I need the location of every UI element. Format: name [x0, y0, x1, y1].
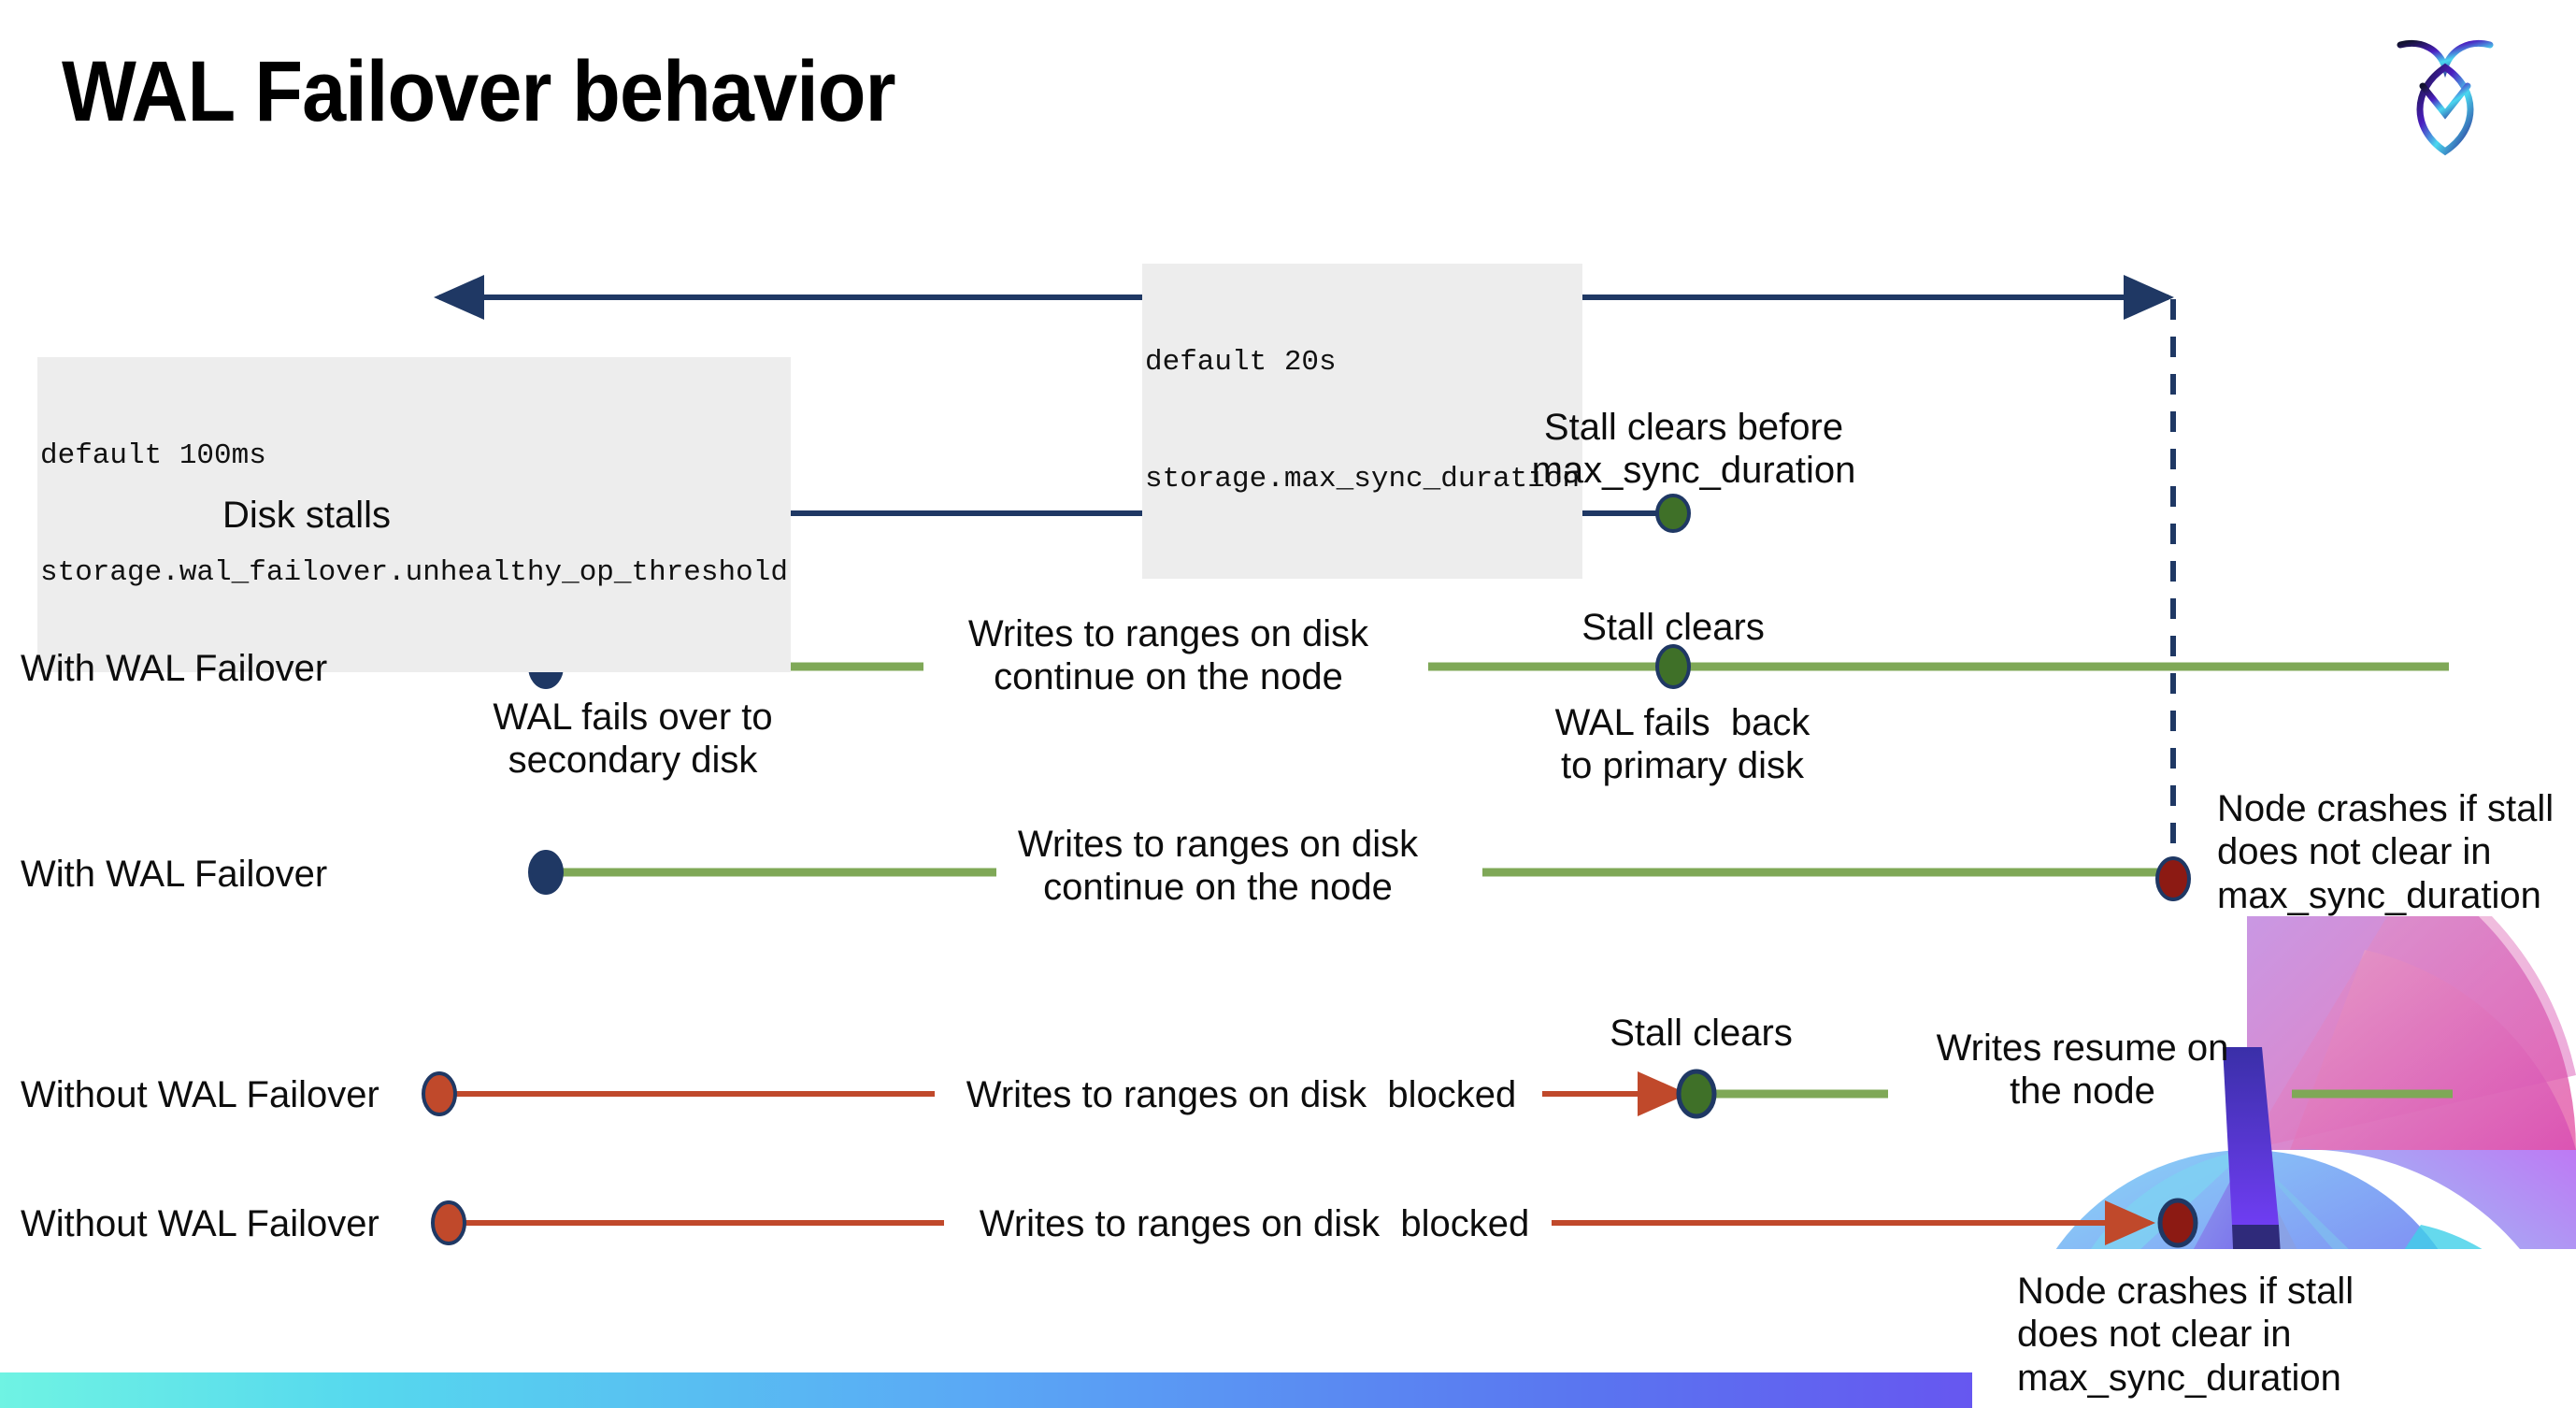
cockroachdb-logo	[2389, 28, 2501, 159]
row-label-without-wal-failover-1: Without WAL Failover	[21, 1074, 379, 1115]
max-sync-duration-annotation: default 20s storage.max_sync_duration	[1142, 264, 1583, 579]
note-writes-blocked-2: Writes to ranges on disk blocked	[979, 1203, 1530, 1244]
unhealthy-op-threshold-annotation: default 100ms storage.wal_failover.unhea…	[37, 357, 791, 672]
callout-node-crashes: Node crashes if stall does not clear in …	[1972, 1249, 2576, 1408]
row-label-disk-stalls: Disk stalls	[222, 495, 392, 536]
page-title: WAL Failover behavior	[62, 44, 896, 139]
note-stall-clears-before-max-sync: Stall clears before max_sync_duration	[1531, 407, 1856, 492]
unhealthy-setting: storage.wal_failover.unhealthy_op_thresh…	[40, 556, 788, 590]
note-stall-clears-2: Stall clears	[1610, 1013, 1793, 1054]
note-writes-blocked-1: Writes to ranges on disk blocked	[966, 1074, 1517, 1115]
note-node-crashes-1: Node crashes if stall does not clear in …	[2217, 788, 2555, 916]
row-label-with-wal-failover-1: With WAL Failover	[21, 648, 328, 689]
note-writes-continue-2: Writes to ranges on disk continue on the…	[1017, 824, 1419, 909]
row-label-without-wal-failover-2: Without WAL Failover	[21, 1203, 379, 1244]
max-sync-default: default 20s	[1145, 345, 1337, 379]
unhealthy-default: default 100ms	[40, 438, 266, 472]
max-sync-setting: storage.max_sync_duration	[1145, 463, 1581, 496]
note-stall-clears-1: Stall clears	[1581, 607, 1765, 648]
note-node-crashes-2: Node crashes if stall does not clear in …	[2017, 1271, 2354, 1399]
note-wal-fails-over: WAL fails over to secondary disk	[493, 697, 773, 782]
note-writes-continue-1: Writes to ranges on disk continue on the…	[967, 613, 1369, 698]
note-wal-fails-back: WAL fails back to primary disk	[1554, 702, 1810, 787]
note-writes-resume: Writes resume on the node	[1936, 1027, 2229, 1113]
row-label-with-wal-failover-2: With WAL Failover	[21, 854, 328, 895]
